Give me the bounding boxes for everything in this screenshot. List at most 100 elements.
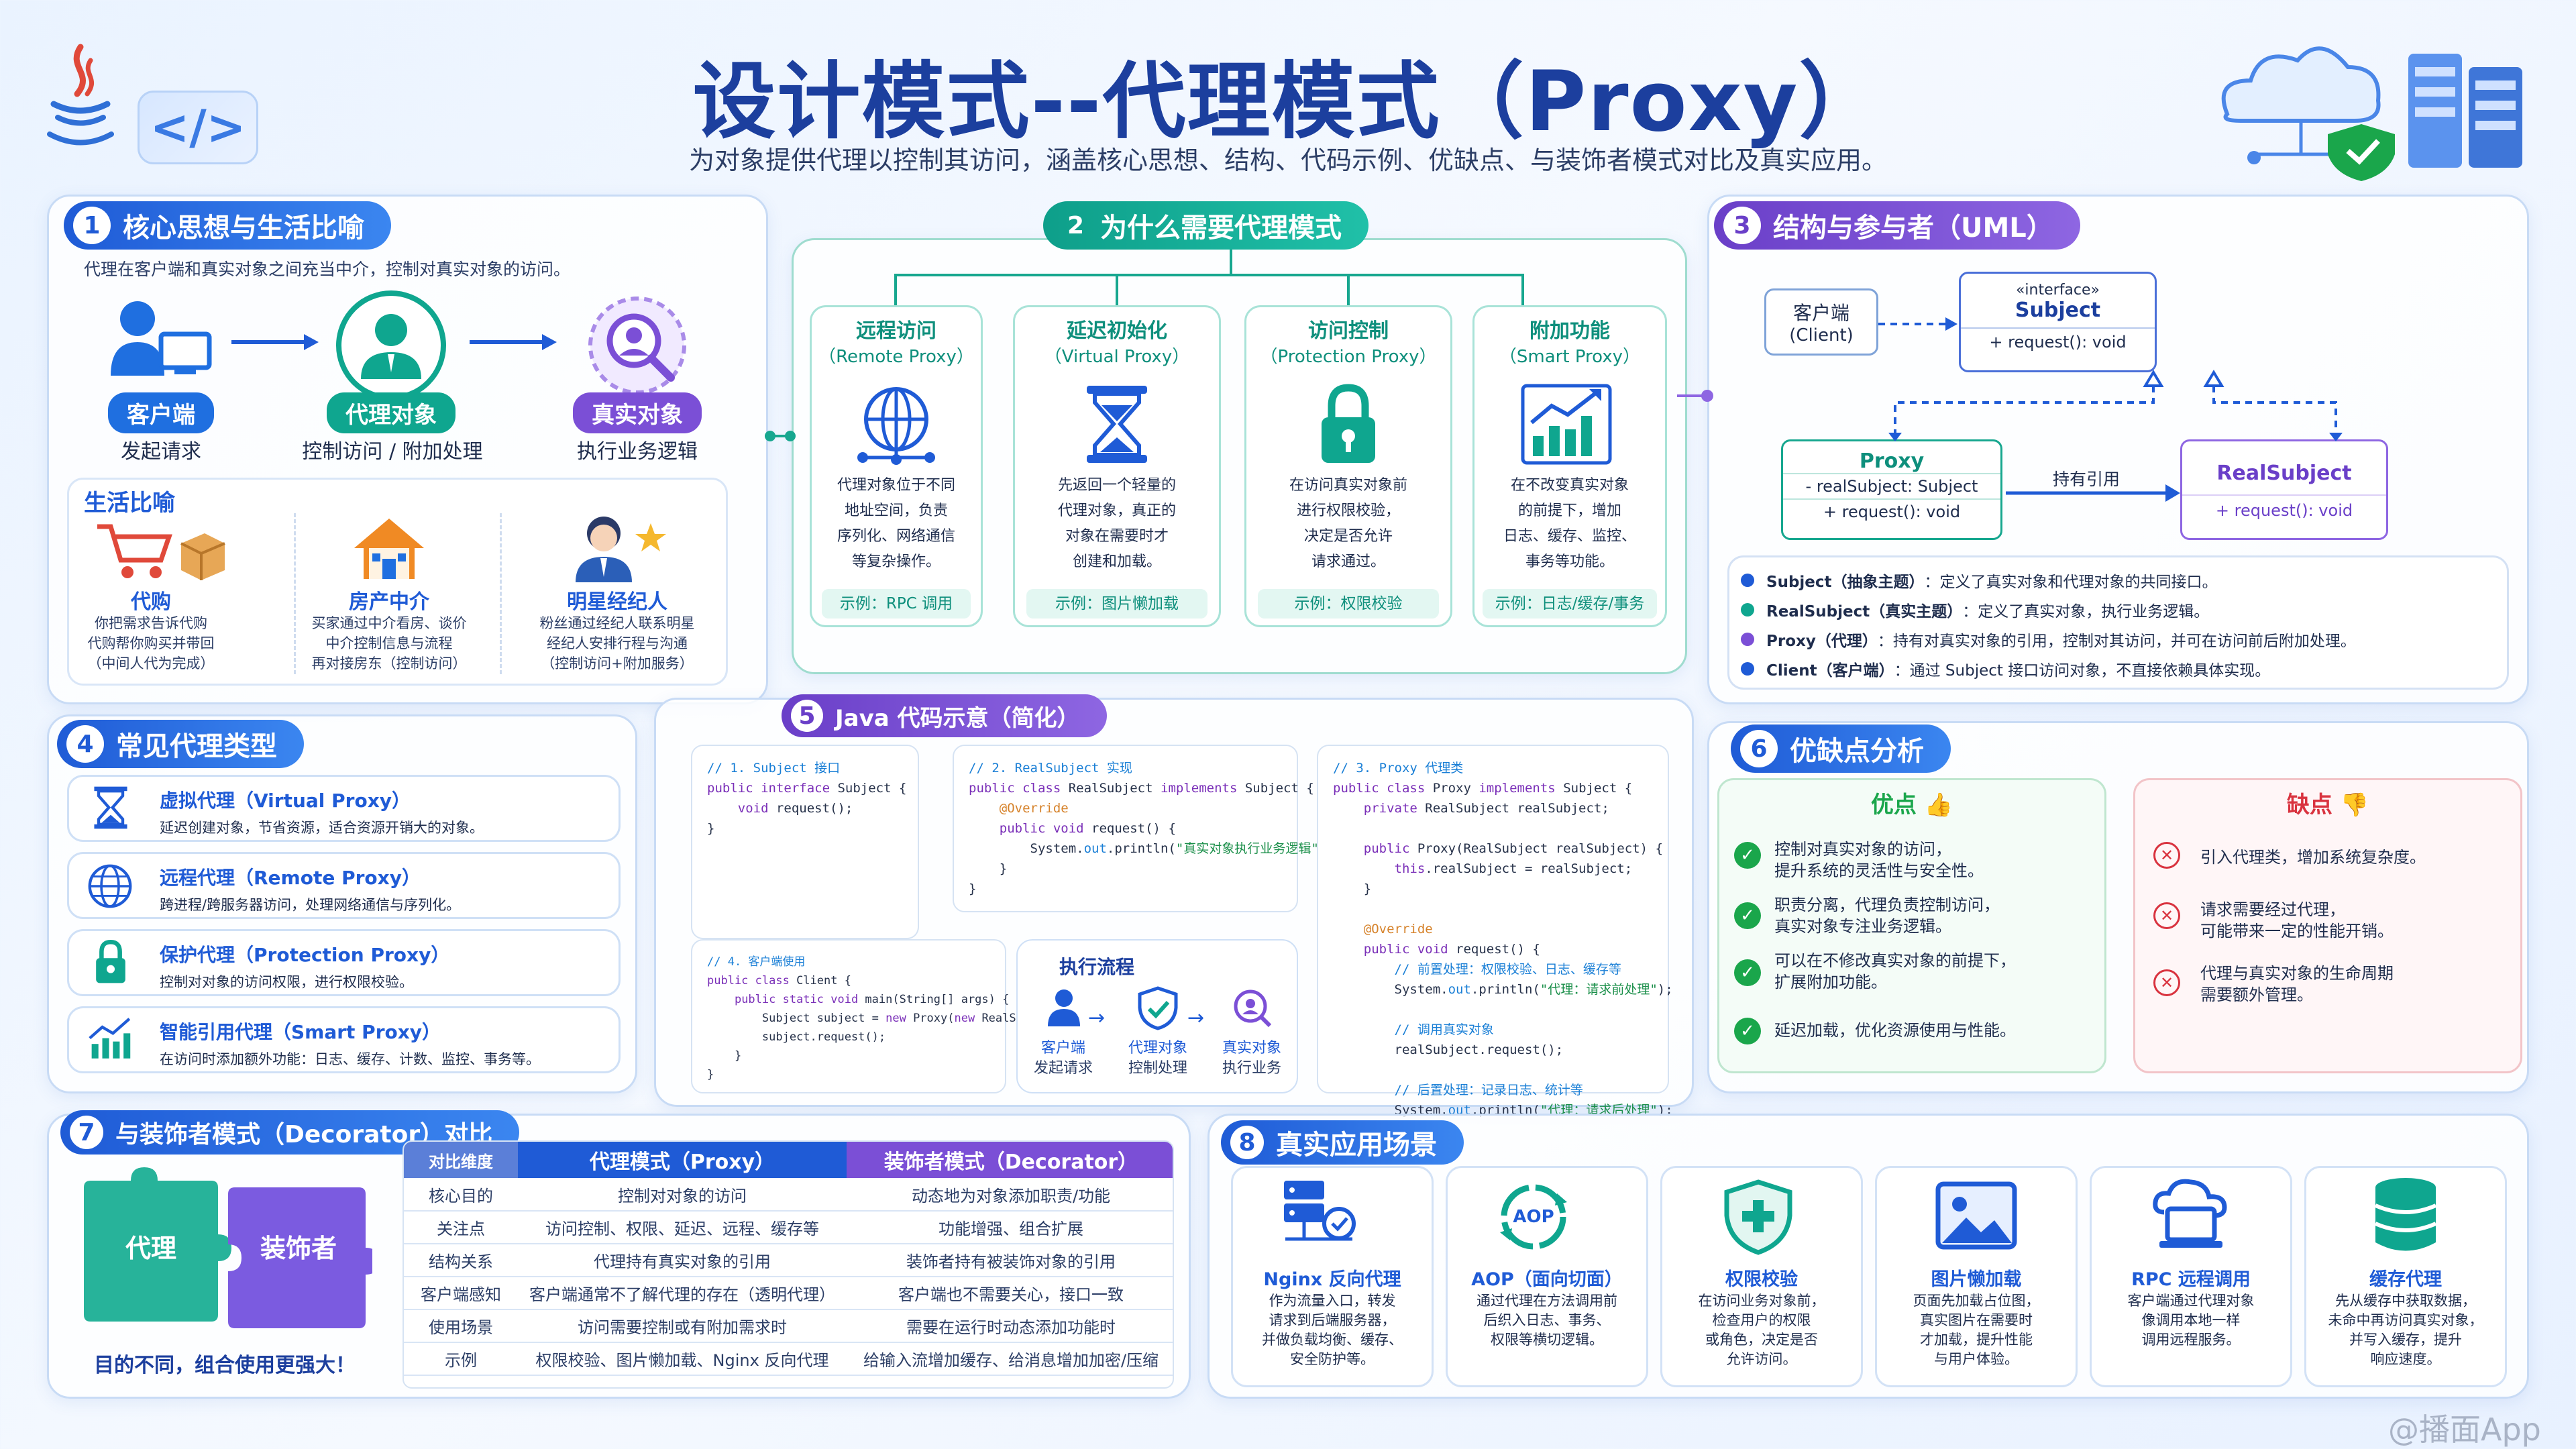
puzzle-icon [77, 1167, 379, 1342]
puzzle-proxy-label: 代理 [125, 1234, 176, 1263]
lock-icon [91, 938, 131, 989]
nginx-server-icon [1279, 1175, 1359, 1258]
house-icon [349, 513, 429, 584]
reason-desc: 在访问真实对象前进行权限校验，决定是否允许请求通过。 [1289, 477, 1407, 570]
hourglass-icon [1080, 382, 1154, 466]
globe-icon [86, 862, 134, 913]
real-object-desc: 执行业务逻辑 [577, 440, 698, 464]
scenario-title: 权限校验 [1725, 1269, 1798, 1290]
pros-box [1717, 778, 2106, 1073]
rpc-cloud-icon [2147, 1175, 2235, 1258]
pros-item: 可以在不修改真实对象的前提下，扩展附加功能。 [1774, 951, 2016, 991]
proxy-type-title: 智能引用代理（Smart Proxy） [160, 1021, 441, 1043]
reason-example: 示例：日志/缓存/事务 [1483, 589, 1657, 619]
connector-dot [1677, 390, 1713, 402]
execution-flow-title: 执行流程 [1059, 956, 1134, 978]
proxy-desc: 控制访问 / 附加处理 [302, 440, 483, 464]
comparison-table: 对比维度 代理模式（Proxy） 装饰者模式（Decorator） 核心目的控制… [402, 1140, 1174, 1389]
arrow-right-icon [231, 332, 319, 352]
watermark: @播面App [2388, 1411, 2541, 1448]
check-icon: ✓ [1734, 842, 1761, 869]
reason-example: 示例：RPC 调用 [822, 589, 971, 619]
scenario-title: Nginx 反向代理 [1263, 1269, 1401, 1290]
life-item-desc: 你把需求告诉代购代购帮你购买并带回（中间人代为完成） [87, 615, 215, 672]
scenario-title: RPC 远程调用 [2131, 1269, 2251, 1290]
table-row: 结构关系代理持有真实对象的引用装饰者持有被装饰对象的引用 [404, 1244, 1173, 1277]
cons-item: 代理与真实对象的生命周期需要额外管理。 [2200, 964, 2394, 1004]
life-item-name: 房产中介 [349, 590, 429, 614]
check-icon: ✓ [1734, 959, 1761, 986]
client-label: 客户端 [108, 392, 214, 433]
java-logo-icon [40, 40, 121, 154]
flow-shield-icon [1137, 986, 1179, 1033]
proxy-type-row [67, 852, 621, 919]
code-realsubject: // 2. RealSubject 实现 public class RealSu… [953, 745, 1334, 912]
uml-realsubject-box: RealSubject + request(): void [2180, 439, 2388, 540]
proxy-type-row [67, 775, 621, 842]
lock-icon [1311, 382, 1385, 466]
page-title: 设计模式--代理模式（Proxy） [692, 54, 1884, 150]
proxy-type-desc: 在访问时添加额外功能：日志、缓存、计数、监控、事务等。 [160, 1051, 540, 1067]
section-1-desc: 代理在客户端和真实对象之间充当中介，控制对真实对象的访问。 [84, 260, 571, 279]
uml-legend-box [1727, 555, 2509, 690]
proxy-type-row [67, 929, 621, 996]
pros-item: 控制对真实对象的访问，提升系统的灵活性与安全性。 [1774, 840, 1984, 880]
table-row: 客户端感知客户端通常不了解代理的存在（透明代理）客户端也不需要关心，接口一致 [404, 1277, 1173, 1310]
scenario-title: 图片懒加载 [1931, 1269, 2022, 1290]
life-item-desc: 粉丝通过经纪人联系明星经纪人安排行程与沟通（控制访问+附加服务） [539, 615, 695, 672]
uml-assoc-label: 持有引用 [2052, 470, 2120, 489]
puzzle-caption: 目的不同，组合使用更强大！ [94, 1354, 356, 1377]
flow-realobject-icon [1231, 987, 1273, 1032]
hourglass-icon [91, 784, 131, 835]
flow-step: 真实对象执行业务 [1222, 1040, 1281, 1077]
table-row: 使用场景访问需要控制或有附加需求时需要在运行时动态添加功能时 [404, 1309, 1173, 1343]
reason-card [1013, 305, 1221, 627]
scenario-desc: 作为流量入口，转发请求到后端服务器，并做负载均衡、缓存、安全防护等。 [1262, 1293, 1403, 1367]
table-row: 核心目的控制对对象的访问动态地为对象添加职责/功能 [404, 1178, 1173, 1212]
client-desc: 发起请求 [121, 440, 201, 464]
proxy-label: 代理对象 [327, 392, 455, 433]
reason-desc: 先返回一个轻量的代理对象，真正的对象在需要时才创建和加载。 [1057, 477, 1176, 570]
life-item-name: 明星经纪人 [567, 590, 667, 614]
scenario-desc: 先从缓存中获取数据，未命中再访问真实对象，并写入缓存，提升响应速度。 [2328, 1293, 2483, 1367]
cons-box [2133, 778, 2522, 1073]
aop-cycle-icon: AOP [1493, 1179, 1574, 1256]
globe-network-icon [849, 382, 943, 466]
puzzle-decorator-label: 装饰者 [260, 1234, 337, 1263]
uml-legend-item: Subject（抽象主题）：定义了真实对象和代理对象的共同接口。 [1741, 569, 2218, 592]
reason-card [1472, 305, 1667, 627]
check-icon: ✓ [1734, 1018, 1761, 1044]
flow-arrow-icon: → [1088, 1006, 1106, 1030]
proxy-type-title: 虚拟代理（Virtual Proxy） [160, 790, 411, 812]
proxy-agent-icon [334, 288, 448, 402]
proxy-type-desc: 延迟创建对象，节省资源，适合资源开销大的对象。 [160, 820, 484, 836]
cloud-server-icon [2187, 27, 2536, 181]
uml-legend-item: Proxy（代理）：持有对真实对象的引用，控制对其访问，并可在访问前后附加处理。 [1741, 628, 2356, 651]
reason-title: 附加功能（Smart Proxy） [1499, 319, 1641, 367]
flow-step: 客户端发起请求 [1033, 1040, 1093, 1077]
code-subject: // 1. Subject 接口 public interface Subjec… [691, 745, 919, 939]
scenario-title: 缓存代理 [2369, 1269, 2442, 1290]
table-header: 代理模式（Proxy） [518, 1142, 847, 1178]
real-object-label: 真实对象 [573, 392, 702, 433]
reason-example: 示例：图片懒加载 [1026, 589, 1208, 619]
bar-chart-growth-icon [1519, 382, 1613, 466]
growth-chart-icon [86, 1015, 134, 1066]
cons-item: 请求需要经过代理，可能带来一定的性能开销。 [2200, 900, 2394, 941]
scenario-card [1231, 1166, 1434, 1387]
reason-desc: 在不改变真实对象的前提下，增加日志、缓存、监控、事务等功能。 [1503, 477, 1636, 570]
thumbs-down-icon: 👎 [2340, 792, 2369, 818]
client-icon [107, 295, 215, 389]
uml-subject-box: «interface» Subject + request(): void [1959, 272, 2157, 372]
reason-title: 延迟初始化（Virtual Proxy） [1044, 319, 1190, 367]
database-cache-icon [2369, 1175, 2443, 1258]
reason-card [810, 305, 983, 627]
life-analogy-title: 生活比喻 [84, 490, 175, 517]
scenario-title: AOP（面向切面） [1471, 1269, 1623, 1290]
